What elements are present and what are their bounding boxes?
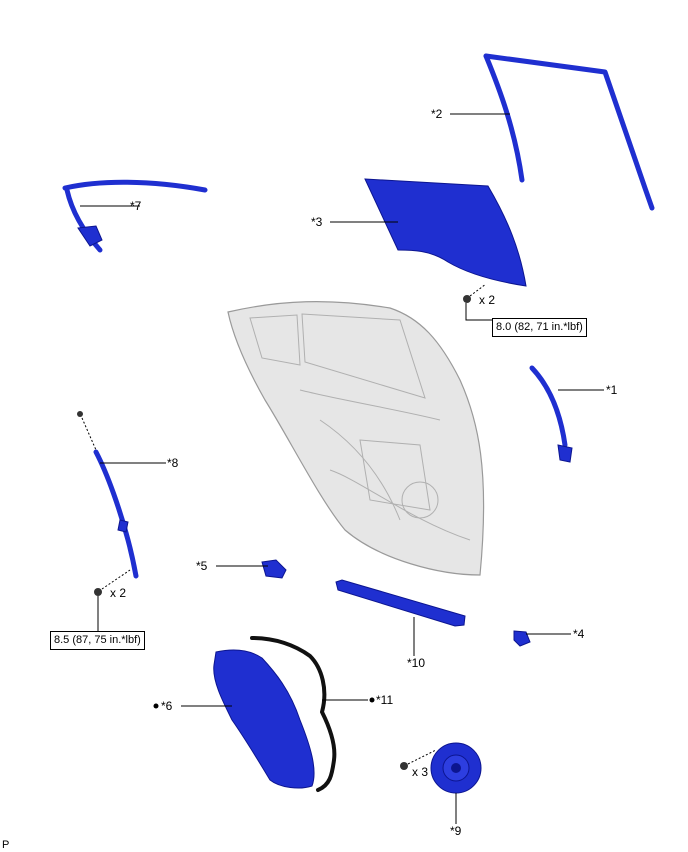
part-4-clip <box>513 630 531 647</box>
label-part-10: *10 <box>407 656 426 670</box>
part-7-weatherstrip <box>62 179 208 253</box>
part-5-bracket <box>261 559 287 579</box>
part-3-door-glass <box>364 178 527 287</box>
quantity-part-3-bolts: x 2 <box>479 293 496 307</box>
bolt-icon <box>77 295 471 770</box>
part-9-speaker <box>430 742 482 794</box>
label-part-11: *11 <box>376 693 394 707</box>
bullet-icon <box>153 703 159 709</box>
label-part-8: *8 <box>167 456 179 470</box>
label-part-7: *7 <box>130 199 142 213</box>
bullet-icon <box>369 697 375 703</box>
quantity-part-9-bolts: x 3 <box>412 765 429 779</box>
door-panel <box>227 301 485 576</box>
installation-direction-lines <box>81 283 487 765</box>
label-part-4: *4 <box>573 627 585 641</box>
part-10-belt-molding <box>335 579 466 627</box>
part-8-front-sash <box>93 449 139 579</box>
part-6-service-cover <box>213 649 315 789</box>
part-2-window-frame <box>483 53 655 211</box>
torque-spec-part-8: 8.5 (87, 75 in.*lbf) <box>50 631 145 650</box>
quantity-part-8-bolts: x 2 <box>110 586 127 600</box>
label-part-5: *5 <box>196 559 208 573</box>
part-11-seal <box>250 636 337 792</box>
label-part-2: *2 <box>431 107 443 121</box>
part-1-lower-sash <box>529 365 573 463</box>
label-part-3: *3 <box>311 215 323 229</box>
label-part-9: *9 <box>450 824 462 838</box>
corner-mark: P <box>2 839 10 851</box>
torque-spec-part-3: 8.0 (82, 71 in.*lbf) <box>492 318 587 337</box>
label-part-1: *1 <box>606 383 618 397</box>
leader-lines <box>80 113 604 824</box>
label-part-6: *6 <box>161 699 173 713</box>
